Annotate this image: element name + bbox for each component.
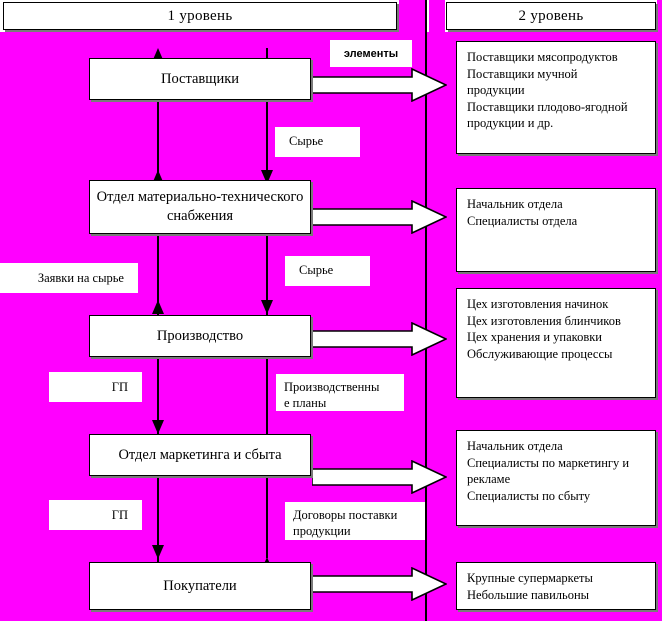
flow-label-raw-material-2: Сырье (285, 256, 370, 286)
node-buyers[interactable]: Покупатели (89, 562, 311, 610)
flow-label-supply-contracts-line2: продукции (293, 524, 351, 538)
detail-line: продукции (467, 83, 525, 97)
detail-line: Поставщики мясопродуктов (467, 50, 618, 64)
detail-line: продукции и др. (467, 116, 554, 130)
header-level-2: 2 уровень (446, 2, 656, 30)
flow-label-finished-goods-2: ГП (49, 500, 142, 530)
header-gap-left (399, 0, 425, 32)
header-level-1-label: 1 уровень (167, 7, 233, 24)
node-supply-dept-label: Отдел материально-технического снабжения (96, 189, 304, 224)
detail-supply-dept[interactable]: Начальник отдела Специалисты отдела (456, 188, 656, 272)
header-level-1: 1 уровень (3, 2, 397, 30)
header-gap-far-right (657, 0, 662, 32)
node-suppliers-label: Поставщики (160, 70, 240, 87)
production-down-arrow (261, 300, 273, 314)
node-production-label: Производство (156, 327, 244, 344)
node-marketing-label: Отдел маркетинга и сбыта (118, 446, 282, 463)
detail-buyers[interactable]: Крупные супермаркеты Небольшие павильоны (456, 562, 656, 610)
flow-label-production-plans-line1: Производственны (284, 380, 380, 394)
node-supply-dept[interactable]: Отдел материально-технического снабжения (89, 180, 311, 234)
node-buyers-label: Покупатели (163, 577, 237, 594)
block-arrow-supply-dept (312, 200, 447, 234)
detail-line: Специалисты по маркетингу и (467, 455, 630, 470)
block-arrow-marketing (312, 460, 447, 494)
flow-label-elements: элементы (330, 40, 412, 67)
detail-line: Цех изготовления блинчиков (467, 313, 621, 328)
detail-line: Поставщики мучной (467, 66, 578, 81)
block-arrow-suppliers (312, 68, 447, 102)
detail-marketing[interactable]: Начальник отдела Специалисты по маркетин… (456, 430, 656, 526)
flow-label-supply-contracts: Договоры поставки продукции (285, 502, 425, 540)
header-level-2-label: 2 уровень (518, 7, 584, 24)
block-arrow-buyers (312, 567, 447, 601)
flow-label-supply-contracts-line1: Договоры поставки (293, 508, 398, 522)
flow-label-elements-text: элементы (343, 47, 399, 60)
detail-line: Начальник отдела (467, 439, 563, 453)
detail-line: Крупные супермаркеты (467, 571, 593, 585)
node-production[interactable]: Производство (89, 315, 311, 357)
flow-label-finished-goods-1-text: ГП (111, 380, 128, 394)
marketing-down-arrow (152, 420, 164, 434)
detail-line: Небольшие павильоны (467, 587, 590, 602)
flow-label-finished-goods-2-text: ГП (111, 508, 128, 522)
detail-line: Специалисты по сбыту (467, 488, 591, 503)
detail-production[interactable]: Цех изготовления начинок Цех изготовлени… (456, 288, 656, 398)
block-arrow-production (312, 322, 447, 356)
node-suppliers[interactable]: Поставщики (89, 58, 311, 100)
flow-label-finished-goods-1: ГП (49, 372, 142, 402)
flow-label-requests-raw-text: Заявки на сырье (37, 271, 124, 285)
detail-line: Специалисты отдела (467, 213, 578, 228)
production-up-arrow (152, 300, 164, 314)
detail-line: Цех хранения и упаковки (467, 330, 602, 344)
detail-line: Начальник отдела (467, 197, 563, 211)
header-gap-right (429, 0, 445, 32)
node-marketing[interactable]: Отдел маркетинга и сбыта (89, 434, 311, 476)
level-divider-line (425, 0, 427, 621)
flow-label-raw-material-2-text: Сырье (299, 263, 334, 277)
detail-line: Обслуживающие процессы (467, 346, 613, 361)
detail-line: Цех изготовления начинок (467, 297, 609, 311)
supply-dept-down-arrow (261, 170, 273, 184)
flow-label-requests-raw: Заявки на сырье (0, 263, 138, 293)
detail-line: рекламе (467, 472, 511, 486)
flow-label-production-plans: Производственны е планы (276, 374, 404, 411)
flow-label-production-plans-line2: е планы (284, 396, 327, 410)
flow-label-raw-material-1: Сырье (275, 127, 360, 157)
detail-line: Поставщики плодово-ягодной (467, 99, 628, 114)
flow-label-raw-material-1-text: Сырье (289, 134, 324, 148)
detail-suppliers[interactable]: Поставщики мясопродуктов Поставщики мучн… (456, 41, 656, 154)
buyers-down-arrow (152, 545, 164, 559)
